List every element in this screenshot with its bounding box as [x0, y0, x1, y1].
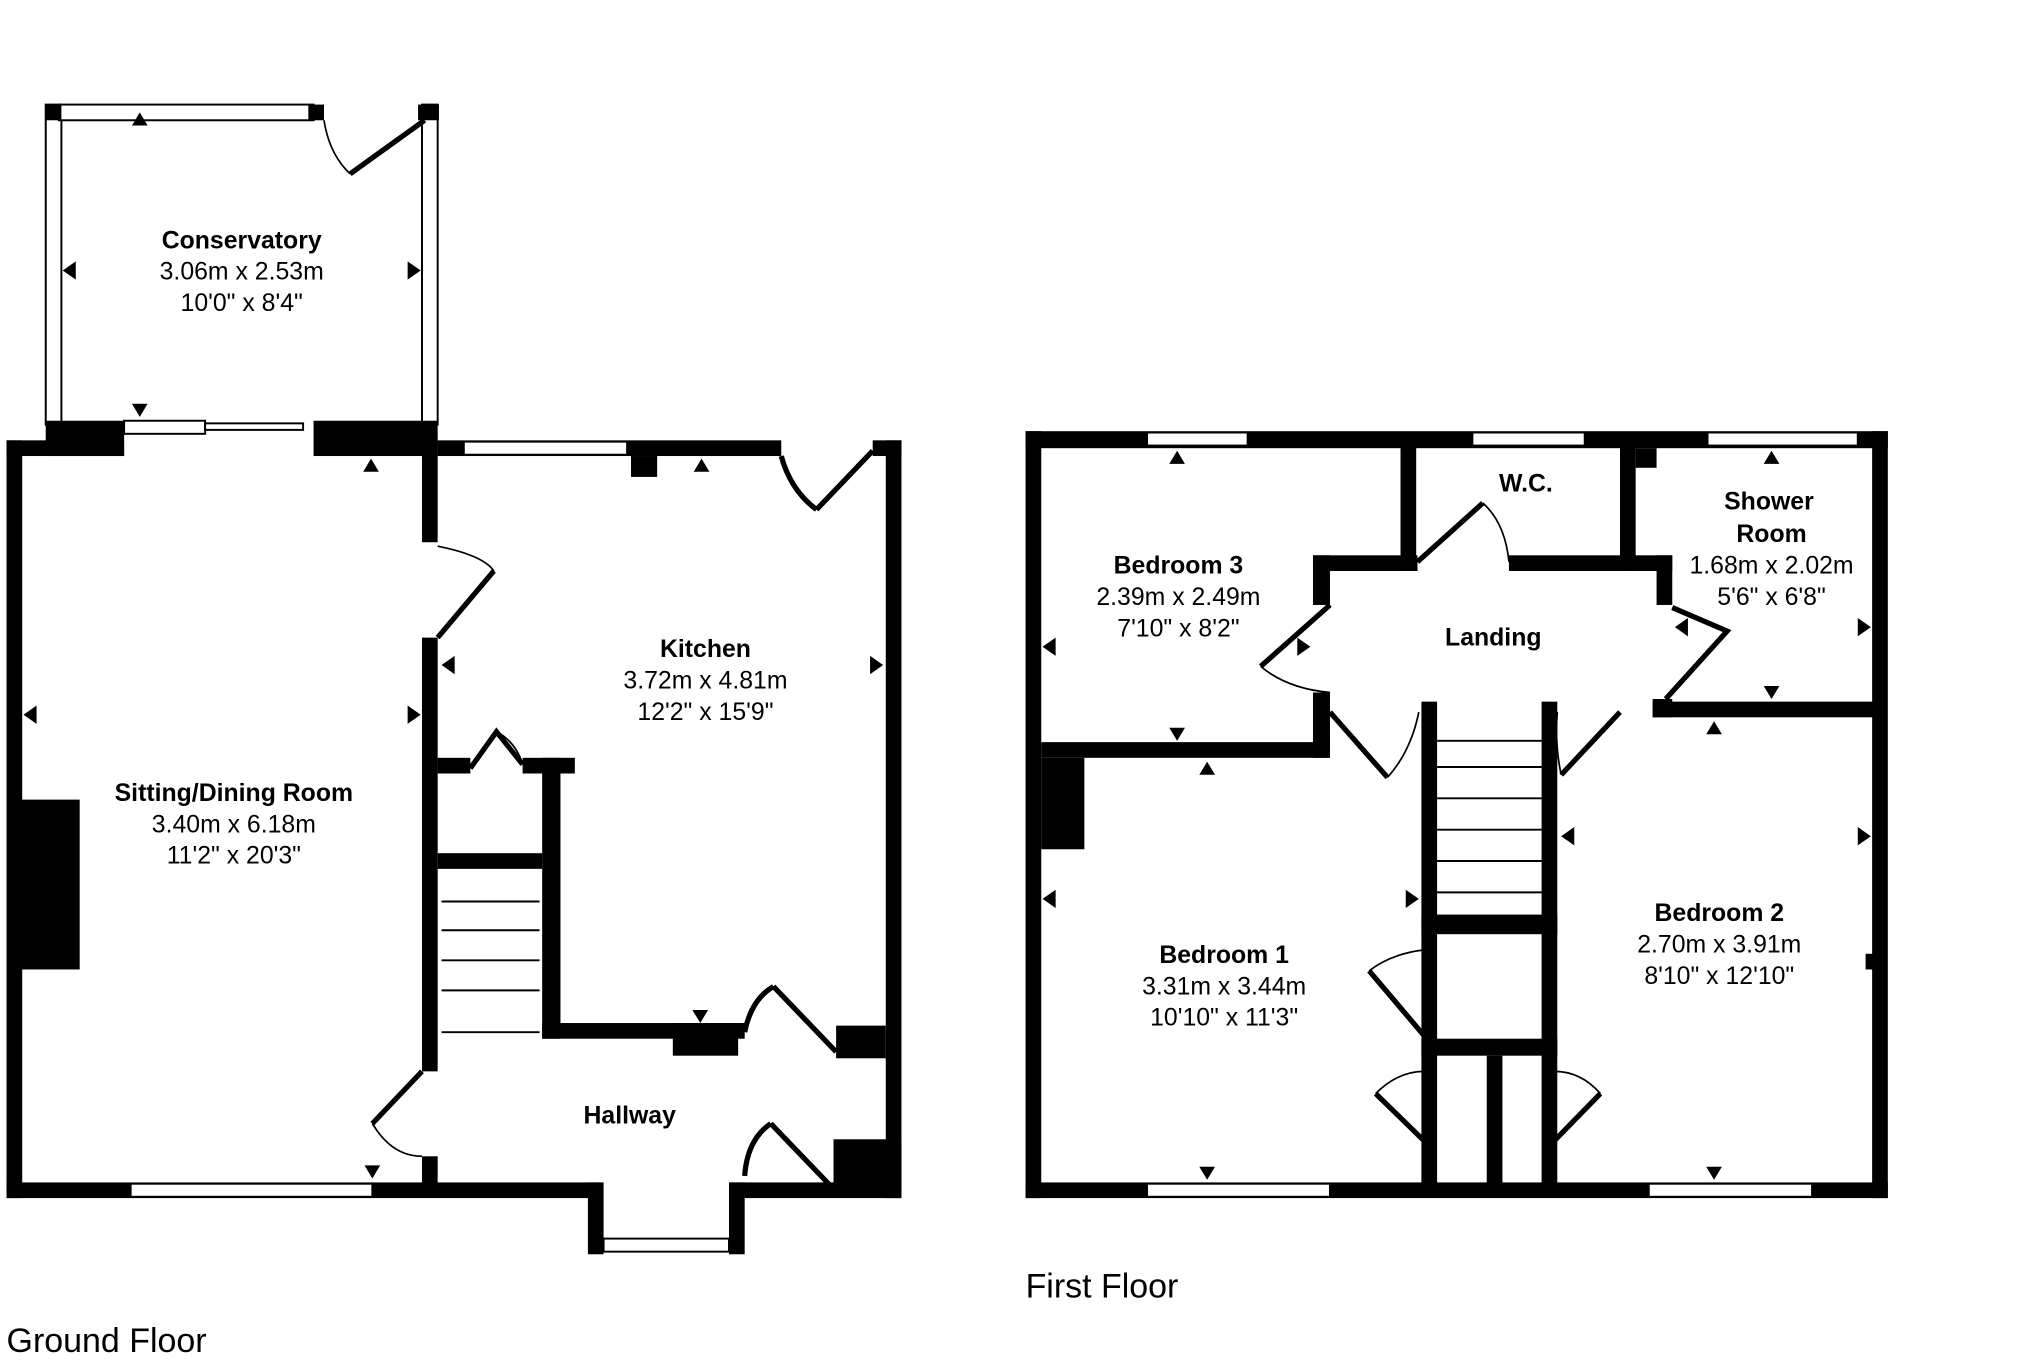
- first-stairs: [1437, 739, 1542, 894]
- room-imperial: 8'10" x 12'10": [1644, 963, 1794, 990]
- room-metric: 3.72m x 4.81m: [623, 668, 787, 695]
- ground-walls: [6, 419, 902, 1255]
- room-name: Conservatory: [162, 227, 322, 254]
- room-conservatory: Conservatory 3.06m x 2.53m 10'0" x 8'4": [160, 227, 324, 317]
- room-metric: 3.40m x 6.18m: [152, 811, 316, 838]
- first-measure-arrows: [1042, 450, 1871, 1180]
- room-name: Bedroom 1: [1159, 942, 1289, 969]
- room-name: Sitting/Dining Room: [115, 780, 353, 807]
- room-metric: 3.31m x 3.44m: [1142, 973, 1306, 1000]
- room-bedroom-1: Bedroom 1 3.31m x 3.44m 10'10" x 11'3": [1142, 942, 1306, 1032]
- room-name: Kitchen: [660, 636, 751, 663]
- ground-floor-plan: Conservatory 3.06m x 2.53m 10'0" x 8'4" …: [6, 103, 902, 1360]
- conservatory-walls: [44, 103, 439, 426]
- room-landing: Landing: [1445, 624, 1541, 651]
- room-name-line2: Room: [1736, 521, 1806, 548]
- room-wc: W.C.: [1499, 470, 1553, 497]
- room-imperial: 5'6" x 6'8": [1717, 584, 1825, 611]
- room-sitting-dining: Sitting/Dining Room 3.40m x 6.18m 11'2" …: [115, 780, 353, 870]
- room-imperial: 7'10" x 8'2": [1117, 615, 1239, 642]
- room-name-line1: Shower: [1724, 489, 1814, 516]
- room-metric: 2.39m x 2.49m: [1096, 584, 1260, 611]
- ground-floor-label: Ground Floor: [7, 1322, 207, 1360]
- room-metric: 1.68m x 2.02m: [1689, 553, 1853, 580]
- room-imperial: 10'10" x 11'3": [1150, 1005, 1298, 1032]
- room-bedroom-2: Bedroom 2 2.70m x 3.91m 8'10" x 12'10": [1637, 900, 1801, 990]
- room-metric: 3.06m x 2.53m: [160, 259, 324, 286]
- room-name: Bedroom 2: [1654, 900, 1784, 927]
- room-hallway: Hallway: [584, 1103, 677, 1130]
- first-floor-plan: Bedroom 3 2.39m x 2.49m 7'10" x 8'2" W.C…: [1025, 431, 1888, 1305]
- ground-stairs: [441, 900, 540, 1034]
- room-kitchen: Kitchen 3.72m x 4.81m 12'2" x 15'9": [623, 636, 787, 726]
- room-imperial: 11'2" x 20'3": [167, 843, 301, 870]
- first-doors: [1258, 501, 1732, 1150]
- room-imperial: 12'2" x 15'9": [637, 699, 773, 726]
- first-walls: [1025, 431, 1888, 1199]
- room-bedroom-3: Bedroom 3 2.39m x 2.49m 7'10" x 8'2": [1096, 553, 1260, 643]
- first-floor-label: First Floor: [1026, 1267, 1179, 1305]
- ground-measure-arrows: [23, 112, 884, 1179]
- ground-doors: [370, 448, 875, 1191]
- room-imperial: 10'0" x 8'4": [181, 290, 303, 317]
- room-metric: 2.70m x 3.91m: [1637, 931, 1801, 958]
- room-shower-room: Shower Room 1.68m x 2.02m 5'6" x 6'8": [1689, 489, 1853, 611]
- room-name: Bedroom 3: [1114, 553, 1244, 580]
